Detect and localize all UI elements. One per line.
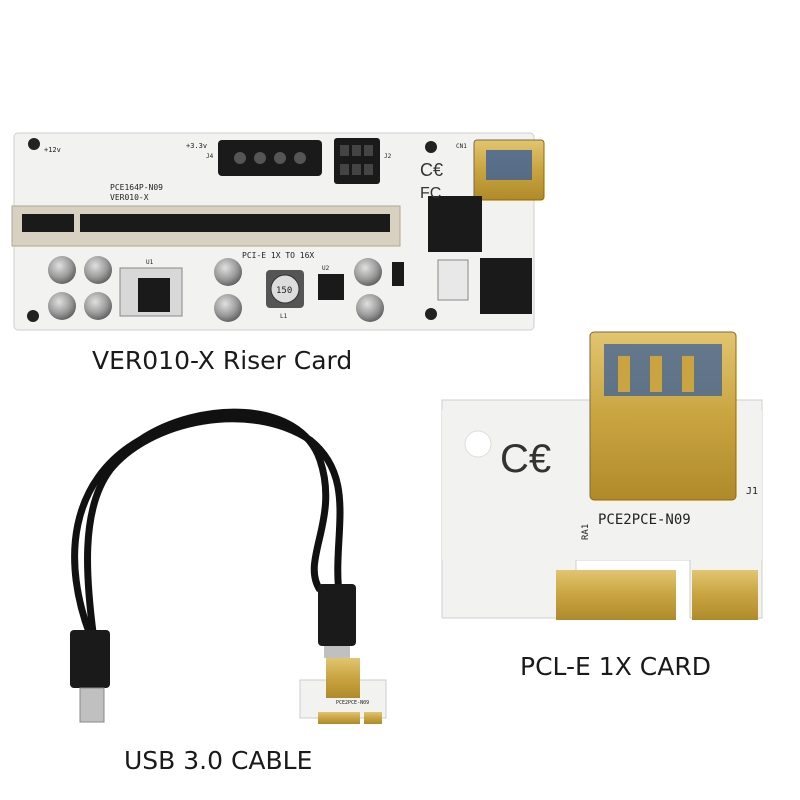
mini-card-model: PCE2PCE-N09 [336,700,369,706]
inductor-label: 150 [276,286,292,296]
mounting-hole [464,430,492,458]
u1-chip [138,278,170,312]
ra1-label: RA1 [581,524,591,540]
mounting-hole [425,141,437,153]
usb-plug-right [318,584,356,658]
pcie-1x-card: C€ J1 PCE2PCE-N09 RA1 [441,331,763,620]
pcie-card-j1-label: J1 [746,486,758,497]
j2-label: J2 [384,153,392,160]
mounting-hole [425,308,437,320]
riser-model-line2: VER010-X [110,193,149,202]
ce-mark-icon: C€ [500,437,551,481]
l1-label: L1 [280,313,288,320]
riser-model-line1: PCE164P-N09 [110,183,163,192]
pcie-card-caption: PCL-E 1X CARD [520,652,711,681]
sata-connector [428,196,482,252]
six-pin-connector [334,138,380,184]
riser-caption: VER010-X Riser Card [92,346,353,375]
gold-fingers [556,570,758,620]
ce-mark-icon: C€ [420,160,443,180]
diode [392,262,404,286]
fcc-mark-icon: FC [420,185,441,202]
mounting-hole [27,310,39,322]
usb-cable: PCE2PCE-N09 [70,408,387,724]
pcie-card-usb-port [589,331,737,501]
cable-wire [71,408,330,642]
fan-header [437,259,469,301]
molex-connector [218,140,322,176]
slot-label: PCI-E 1X TO 16X [242,251,314,260]
u2-label: U2 [322,265,330,272]
usb-cable-caption: USB 3.0 CABLE [124,746,313,775]
cable-wire [83,415,344,641]
u2-chip [318,274,344,300]
v33-label: +3.3v [186,142,207,150]
sata-connector [480,258,532,314]
pcie-card-model: PCE2PCE-N09 [598,512,691,528]
mounting-hole [28,138,40,150]
capacitors [48,256,384,322]
riser-card: PCE164P-N09 VER010-X PCI-E 1X TO 16X +12… [11,132,545,331]
mini-pcie-card: PCE2PCE-N09 [299,658,387,724]
usb-plug-left [70,630,110,723]
u1-label: U1 [146,259,154,266]
cn1-label: CN1 [456,143,467,150]
inductor-150 [266,270,304,308]
v12-label: +12v [44,146,61,154]
riser-usb-port [473,139,545,201]
pcie-16x-slot [11,205,401,247]
j4-label: J4 [206,153,214,160]
